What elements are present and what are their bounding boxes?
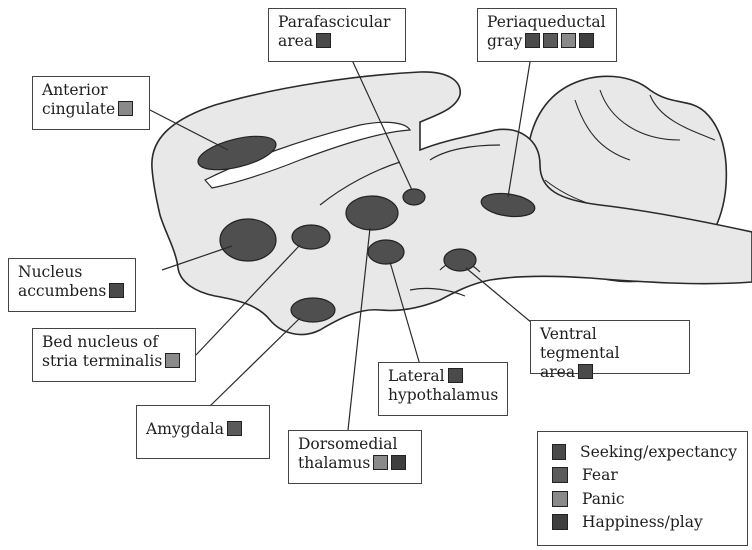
happiness-swatch [552,514,568,530]
dorsomedial-thalamus-nucleus [346,196,398,230]
legend: Seeking/expectancy Fear Panic Happiness/… [537,431,748,546]
seeking-swatch [552,444,566,460]
seeking-swatch [316,33,331,48]
anterior-cingulate-label: Anterior cingulate [32,76,150,130]
nucleus-accumbens-label: Nucleus accumbens [8,258,136,312]
seeking-swatch [109,283,124,298]
seeking-swatch [525,33,540,48]
panic-swatch [165,353,180,368]
parafascicular-nucleus [403,189,425,205]
seeking-swatch [578,364,593,379]
dorsomedial-thalamus-label: Dorsomedial thalamus [288,430,422,484]
panic-swatch [552,491,568,507]
periaqueductal-gray-label: Periaqueductal gray [477,8,617,62]
nucleus-accumbens-nucleus [220,219,276,261]
fear-swatch [543,33,558,48]
lateral-hypothalamus-label: Lateral hypothalamus [378,362,508,416]
bed-nucleus-label: Bed nucleus of stria terminalis [32,328,196,382]
ventral-tegmental-label: Ventral tegmental area [530,320,690,374]
amygdala-label: Amygdala [136,405,270,459]
fear-swatch [552,467,568,483]
legend-item-seeking: Seeking/expectancy [548,440,737,464]
bed-nucleus-nucleus [292,225,330,249]
ventral-tegmental-nucleus [444,249,476,271]
panic-swatch [561,33,576,48]
panic-swatch [373,455,388,470]
leader-amygdala [210,318,300,406]
legend-item-happiness: Happiness/play [548,511,737,535]
seeking-swatch [448,368,463,383]
legend-item-panic: Panic [548,487,737,511]
happiness-swatch [579,33,594,48]
fear-swatch [227,421,242,436]
amygdala-nucleus [291,298,335,322]
parafascicular-area-label: Parafascicular area [268,8,406,62]
panic-swatch [118,101,133,116]
happiness-swatch [391,455,406,470]
lateral-hypothalamus-nucleus [368,240,404,264]
legend-item-fear: Fear [548,464,737,488]
